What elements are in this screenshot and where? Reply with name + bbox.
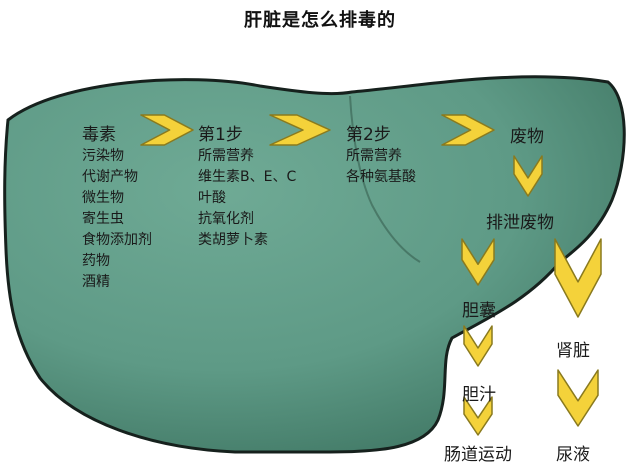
toxin-item: 微生物 [82,190,124,206]
step1-item: 所需营养 [198,148,254,164]
waste-label: 废物 [510,127,544,147]
arrow-step2-to-waste [441,114,495,146]
liver-lobe-fold [349,95,421,263]
diagram-title: 肝脏是怎么排毒的 [244,10,396,31]
step2-list: 所需营养 各种氨基酸 [346,146,416,188]
toxin-item: 污染物 [82,148,124,164]
toxins-heading: 毒素 [82,125,116,145]
excrete-waste-label: 排泄废物 [486,213,554,233]
arrow-kidney-to-urine [557,369,599,427]
liver-shape [3,75,626,454]
step1-list: 所需营养 维生素B、E、C 叶酸 抗氧化剂 类胡萝卜素 [198,146,296,251]
toxin-item: 寄生虫 [82,211,124,227]
toxin-item: 代谢产物 [82,169,138,185]
kidney-label: 肾脏 [556,341,590,361]
step1-item: 维生素B、E、C [198,169,297,185]
arrow-bile-to-bowel [463,396,493,436]
arrow-toxins-to-step1 [140,114,194,146]
step2-heading: 第2步 [346,125,391,145]
arrow-waste-to-excrete [513,155,543,197]
step1-item: 叶酸 [198,190,226,206]
arrow-excrete-to-gallbladder [461,238,495,286]
toxins-list: 污染物 代谢产物 微生物 寄生虫 食物添加剂 药物 酒精 [82,146,152,293]
step2-item: 所需营养 [346,148,402,164]
step2-item: 各种氨基酸 [346,169,416,185]
bowel-movement-label: 肠道运动 [444,445,512,465]
arrow-excrete-to-kidney [554,238,602,318]
step1-item: 抗氧化剂 [198,211,254,227]
arrow-gallbladder-to-bile [463,325,493,367]
step1-heading: 第1步 [198,125,243,145]
bile-label: 胆汁 [462,385,496,405]
toxin-item: 食物添加剂 [82,232,152,248]
gallbladder-label: 胆囊 [462,301,496,321]
step1-item: 类胡萝卜素 [198,232,268,248]
urine-label: 尿液 [556,445,590,465]
toxin-item: 药物 [82,253,110,269]
toxin-item: 酒精 [82,274,110,290]
arrow-step1-to-step2 [269,114,331,146]
